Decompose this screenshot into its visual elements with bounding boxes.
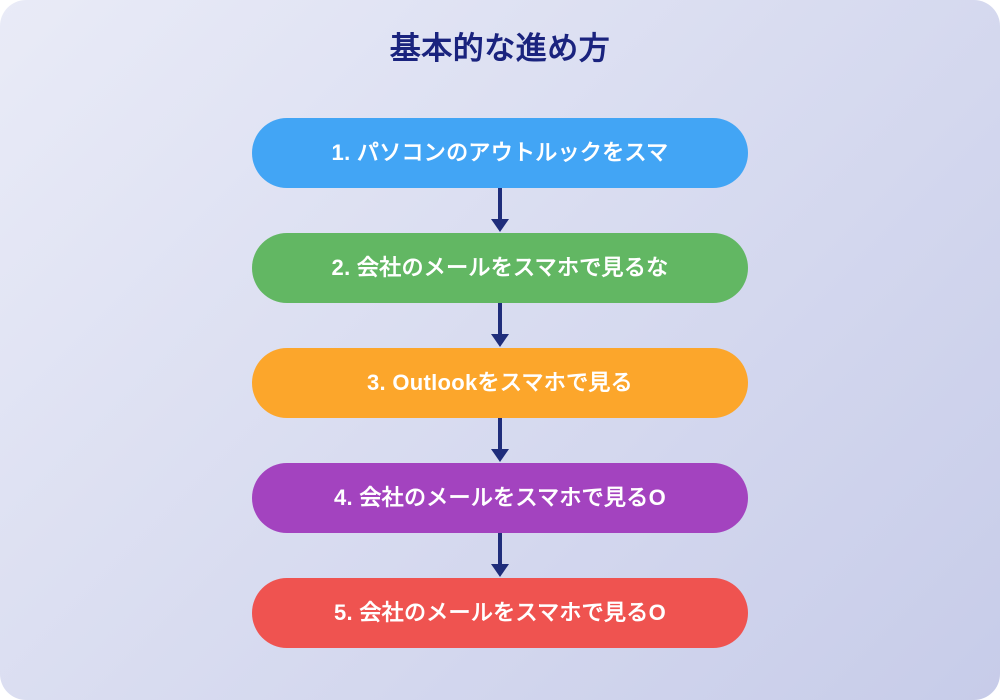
step-label-4: 4. 会社のメールをスマホで見るO [333,484,666,510]
step-box-1[interactable]: 1. パソコンのアウトルックをスマ [252,118,748,188]
connector-1-to-2 [252,188,748,233]
connector-2-to-3 [252,303,748,348]
step-box-5[interactable]: 5. 会社のメールをスマホで見るO [252,578,748,648]
step-label-1: 1. パソコンのアウトルックをスマ [331,139,669,165]
flow-step-5: 5. 会社のメールをスマホで見るO [252,578,748,648]
flow-step-3: 3. Outlookをスマホで見る [252,348,748,418]
step-box-4[interactable]: 4. 会社のメールをスマホで見るO [252,463,748,533]
connector-4-to-5 [252,533,748,578]
step-label-3: 3. Outlookをスマホで見る [366,369,633,395]
step-label-2: 2. 会社のメールをスマホで見るな [331,254,669,280]
arrow-down-icon [491,418,509,462]
step-label-5: 5. 会社のメールをスマホで見るO [333,599,666,625]
step-box-3[interactable]: 3. Outlookをスマホで見る [252,348,748,418]
flow-step-1: 1. パソコンのアウトルックをスマ [252,118,748,188]
arrow-down-icon [491,303,509,347]
page-title: 基本的な進め方 [389,31,611,66]
step-box-2[interactable]: 2. 会社のメールをスマホで見るな [252,233,748,303]
connector-3-to-4 [252,418,748,463]
flow-step-4: 4. 会社のメールをスマホで見るO [252,463,748,533]
flow-steps-list: 1. パソコンのアウトルックをスマ 2. 会社のメールをスマホで見るな 3. [252,118,748,648]
flow-step-2: 2. 会社のメールをスマホで見るな [252,233,748,303]
arrow-down-icon [491,188,509,232]
arrow-down-icon [491,533,509,577]
